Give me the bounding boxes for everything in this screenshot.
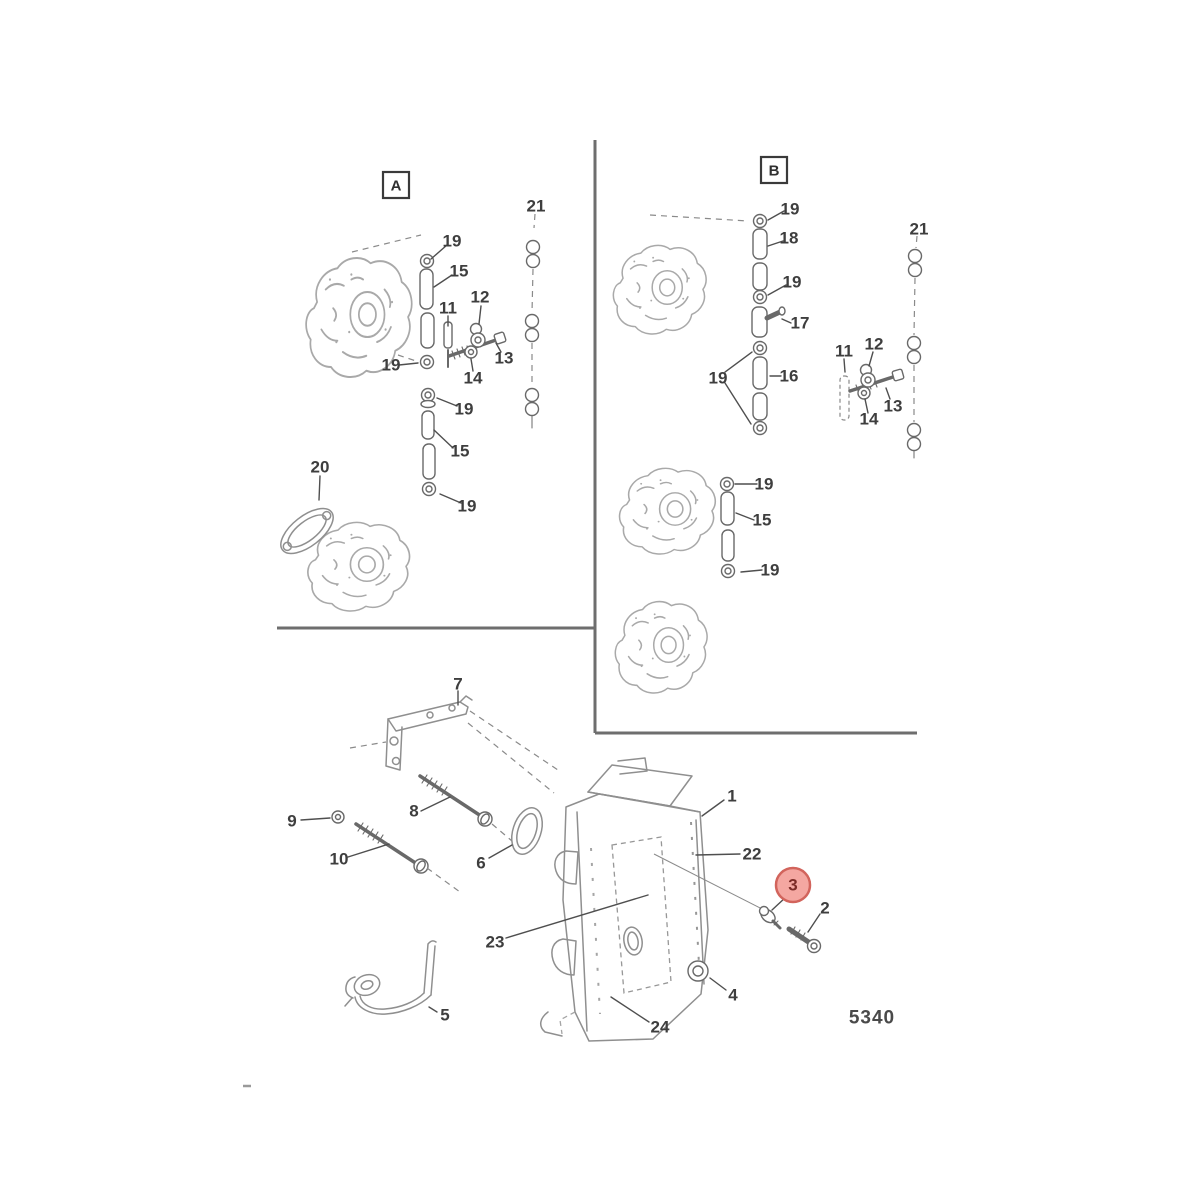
part-label-lower-9: 9 [287,812,296,831]
bolt-hole-row [590,847,601,1015]
tee-fitting-17 [751,306,768,338]
gasket-6 [511,807,543,855]
part-label-b-16: 16 [780,367,799,386]
part-label-b-12: 12 [865,335,884,354]
part-label-a-20: 20 [311,458,330,477]
part-label-a-15: 15 [451,442,470,461]
bolt-13-head [493,331,507,345]
section-a-label-box [381,170,411,200]
part-label-lower-22: 22 [743,845,762,864]
part-label-lower-6: 6 [476,854,485,873]
bolt-13-head [891,368,905,382]
part-label-a-19: 19 [455,400,474,419]
pipe-18 [752,262,768,291]
link-rod-21 [524,213,541,429]
section-b-label-box [759,155,789,185]
side-boss [554,850,579,885]
part-label-a-14: 14 [464,369,483,388]
part-label-lower-4: 4 [728,986,738,1005]
section-b-label: B [769,163,780,180]
part-label-a-15: 15 [450,262,469,281]
port-panel-dashed [611,836,672,994]
pipe-15 [422,443,436,480]
part-label-b-19: 19 [781,200,800,219]
plug-2 [786,926,822,954]
section-frames: A B [277,140,917,735]
part-label-b-18: 18 [780,229,799,248]
oval-port [623,926,643,956]
part-label-lower-1: 1 [727,787,736,806]
bracket-5 [344,940,437,1015]
dashed-leader [351,234,422,253]
part-label-b-21: 21 [910,220,929,239]
part-label-lower-3[interactable]: 3 [788,876,797,895]
pipe-15 [721,529,735,562]
lower-assembly-art [243,690,822,1088]
leader-lines-b [724,210,891,573]
part-label-lower-10: 10 [330,850,349,869]
pipe-15 [419,268,434,310]
part-label-b-11: 11 [835,342,853,361]
part-label-a-19: 19 [458,497,477,516]
part-label-b-19: 19 [761,561,780,580]
link-rod-21 [906,235,923,459]
part-label-b-19: 19 [709,369,728,388]
highlighted-part-hotspot-3[interactable] [774,866,812,904]
part-label-b-19: 19 [783,273,802,292]
section-b-art [612,210,923,694]
part-label-b-13: 13 [884,397,903,416]
exhaust-plate-assembly [540,757,765,1042]
figure-number: 5340 [849,1008,895,1029]
part-label-a-11: 11 [439,299,457,318]
screw-axis-line [653,853,765,911]
part-label-a-13: 13 [495,349,514,368]
part-label-a-19: 19 [443,232,462,251]
part-label-lower-23: 23 [486,933,505,952]
pipe-16 [752,356,768,390]
dashed-leader [397,354,417,362]
part-label-a-21: 21 [527,197,546,216]
part-label-lower-24: 24 [651,1018,670,1037]
bracket-7 [385,695,473,771]
leader-lines-a [318,244,502,504]
plate-outline-1 [562,793,709,1042]
section-a-label: A [391,178,402,195]
bolt-10 [354,822,429,874]
pipe-15 [420,312,435,349]
part-label-b-15: 15 [753,511,772,530]
pipe-18 [752,228,768,260]
bolt-8 [418,774,493,827]
section-a-art [280,213,541,612]
part-label-lower-5: 5 [440,1006,449,1025]
bolt-hole-row [690,821,701,983]
gasket-20 [280,507,334,555]
pipe-15 [720,491,735,526]
leader-lines-lower [300,690,821,1023]
part-label-lower-8: 8 [409,802,418,821]
part-label-lower-7: 7 [453,675,462,694]
side-boss [551,938,577,976]
part-label-b-14: 14 [860,410,879,429]
pipe-15 [421,410,435,440]
part-label-b-19: 19 [755,475,774,494]
part-label-lower-2: 2 [820,899,829,918]
pin-11-hidden [839,375,850,421]
part-label-a-12: 12 [471,288,490,307]
screw-3 [758,905,782,930]
part-label-b-17: 17 [791,314,810,333]
dashed-leader [649,214,749,222]
pipe-16 [752,392,768,421]
part-label-a-19: 19 [382,356,401,375]
